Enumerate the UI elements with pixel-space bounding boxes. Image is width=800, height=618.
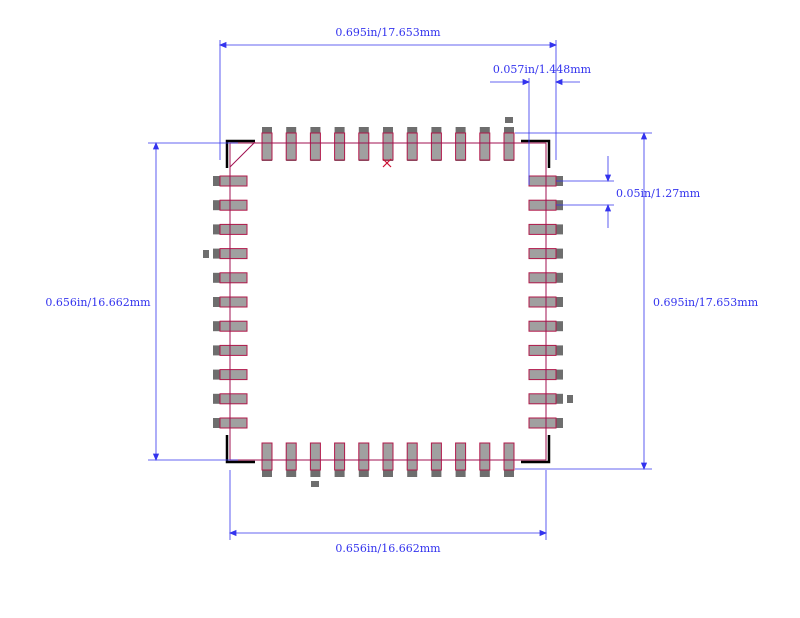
pad — [503, 442, 515, 471]
dim-pitch-label: 0.05in/1.27mm — [616, 187, 701, 200]
pad — [219, 393, 248, 405]
pad — [430, 132, 442, 161]
pad — [430, 442, 442, 471]
pad — [309, 132, 321, 161]
pad — [219, 417, 248, 429]
pad — [219, 199, 248, 211]
silk-corner-bottom-left — [225, 435, 255, 464]
pad — [219, 369, 248, 381]
pad — [528, 296, 557, 308]
pad — [334, 132, 346, 161]
pin1-chamfer-icon — [229, 141, 256, 168]
pad — [219, 344, 248, 356]
pad — [334, 442, 346, 471]
pad — [219, 272, 248, 284]
pad — [285, 442, 297, 471]
pad — [528, 223, 557, 235]
dim-pad-length-label: 0.057in/1.448mm — [493, 63, 592, 76]
pad — [219, 223, 248, 235]
silkscreen-corners — [225, 139, 551, 464]
pad — [406, 442, 418, 471]
pads-top-row — [261, 127, 515, 161]
pad — [528, 393, 557, 405]
courtyard-outline — [229, 142, 547, 461]
silk-corner-bottom-right — [521, 435, 551, 464]
pad — [528, 417, 557, 429]
pad — [528, 272, 557, 284]
pad — [382, 132, 394, 161]
pad — [219, 175, 248, 187]
pad — [309, 442, 321, 471]
silk-corner-top-right — [521, 139, 551, 168]
fiducial-bottom — [311, 481, 319, 487]
pad — [358, 442, 370, 471]
pad — [503, 132, 515, 161]
pad — [219, 248, 248, 260]
pad — [219, 296, 248, 308]
pad — [479, 442, 491, 471]
silk-corner-top-left — [225, 139, 255, 168]
pad — [455, 132, 467, 161]
pad — [528, 320, 557, 332]
pad — [528, 199, 557, 211]
dim-overall-width-label: 0.695in/17.653mm — [335, 26, 441, 39]
pad — [479, 132, 491, 161]
pad — [455, 442, 467, 471]
dim-body-width-label: 0.656in/16.662mm — [335, 542, 441, 555]
origin-cross-icon — [382, 158, 392, 168]
pad — [261, 442, 273, 471]
dimension-lines — [148, 40, 652, 540]
pad — [219, 320, 248, 332]
pad — [285, 132, 297, 161]
fiducial-left — [203, 250, 209, 258]
pad — [382, 442, 394, 471]
fiducial-top — [505, 117, 513, 123]
pad — [358, 132, 370, 161]
pad — [406, 132, 418, 161]
pad — [261, 132, 273, 161]
dim-overall-height-label: 0.695in/17.653mm — [653, 296, 759, 309]
pad — [528, 344, 557, 356]
fiducial-right — [567, 395, 573, 403]
pad — [528, 248, 557, 260]
dim-body-height-label: 0.656in/16.662mm — [45, 296, 151, 309]
pad — [528, 175, 557, 187]
pad — [528, 369, 557, 381]
